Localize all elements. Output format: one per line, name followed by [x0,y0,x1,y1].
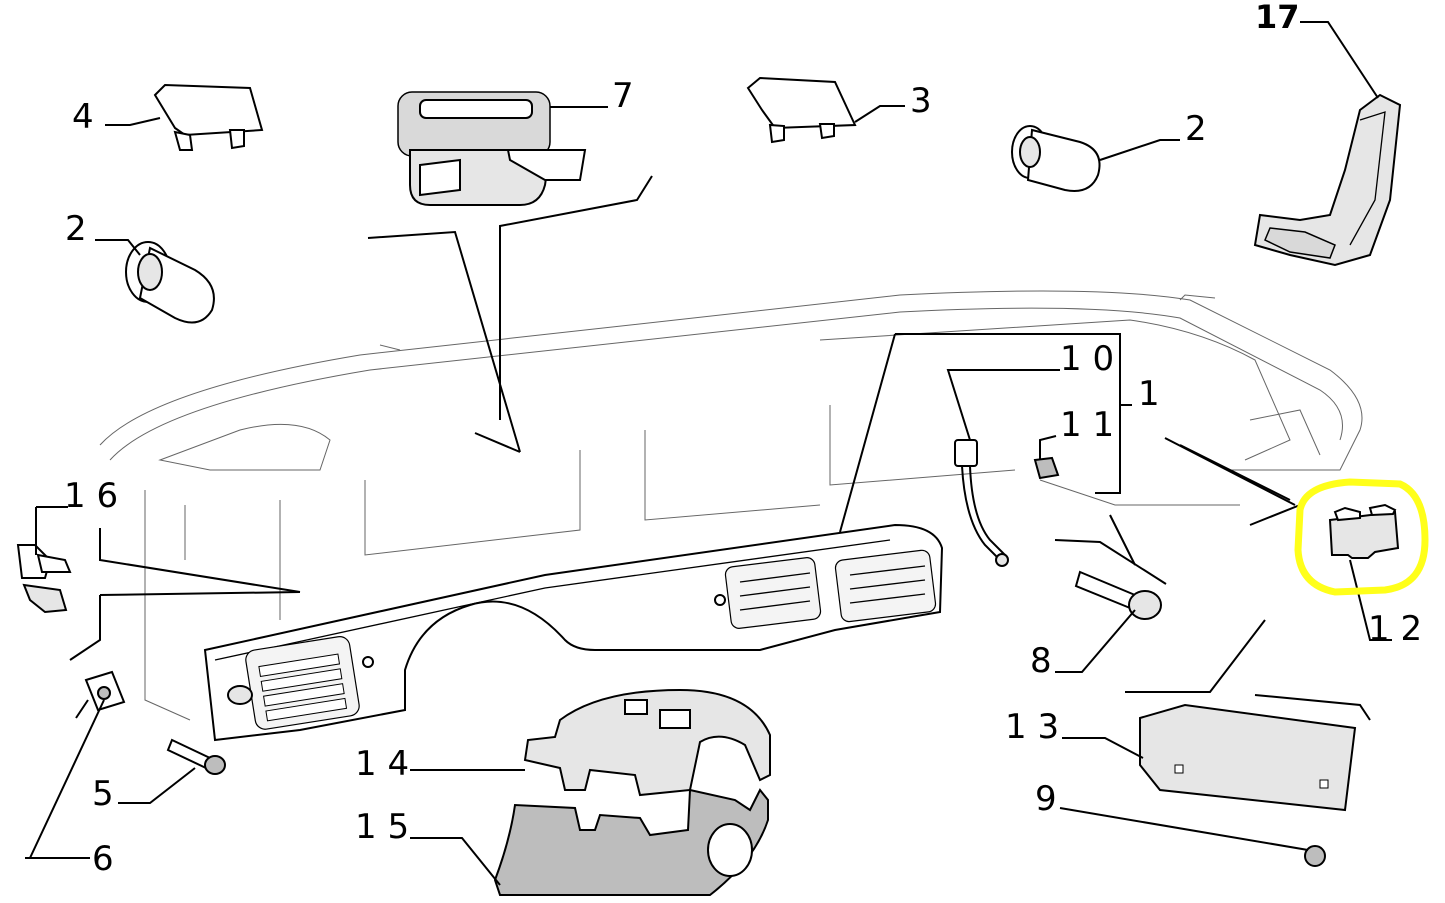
callout-labels: 17 7 3 4 2 2 1 0 1 1 1 1 6 1 2 8 1 3 1 4… [64,0,1422,879]
callout-3: 3 [910,81,932,121]
callout-11: 1 1 [1060,405,1114,445]
part-7-vent-housing [397,91,587,206]
callout-17: 17 [1255,0,1300,36]
part-1-fascia-panel [203,523,944,742]
callout-13: 1 3 [1005,707,1059,747]
highlight-ring [1294,478,1429,596]
part-3-cover [746,76,857,144]
leader-lines [25,21,1392,886]
callout-6: 6 [92,839,114,879]
callout-2-left: 2 [65,209,87,249]
part-17-pillar-trim [1253,93,1402,267]
part-13-lower-panel [1139,703,1357,812]
part-16-bracket [16,544,72,614]
part-15-lower-shroud [493,788,769,896]
dashboard-outline [99,290,1363,721]
callout-15: 1 5 [355,807,409,847]
part-4-cover [153,83,264,151]
part-5-bolt [166,738,226,775]
part-2-plug-right [1011,125,1101,192]
callout-2-right: 2 [1185,109,1207,149]
callout-9: 9 [1035,779,1057,819]
part-6-nut-clip [75,670,126,719]
right-vent-grilles [739,565,926,611]
part-2-plug-left [125,241,215,324]
part-10-wiring-lead [954,439,1009,567]
left-vent-grille [258,653,348,722]
part-14-upper-shroud [523,688,771,797]
callout-14: 1 4 [355,744,409,784]
callout-8: 8 [1030,641,1052,681]
part-8-screw [1074,570,1162,620]
callout-7: 7 [612,76,634,116]
part-12-small-cover [1328,503,1400,559]
callout-10: 1 0 [1060,339,1114,379]
callout-12: 1 2 [1368,609,1422,649]
part-11-clip [1033,456,1060,480]
callout-16: 1 6 [64,476,118,516]
callout-4: 4 [72,97,94,137]
callout-5: 5 [92,774,114,814]
part-9-bolt [1304,845,1326,867]
callout-1: 1 [1138,374,1160,414]
